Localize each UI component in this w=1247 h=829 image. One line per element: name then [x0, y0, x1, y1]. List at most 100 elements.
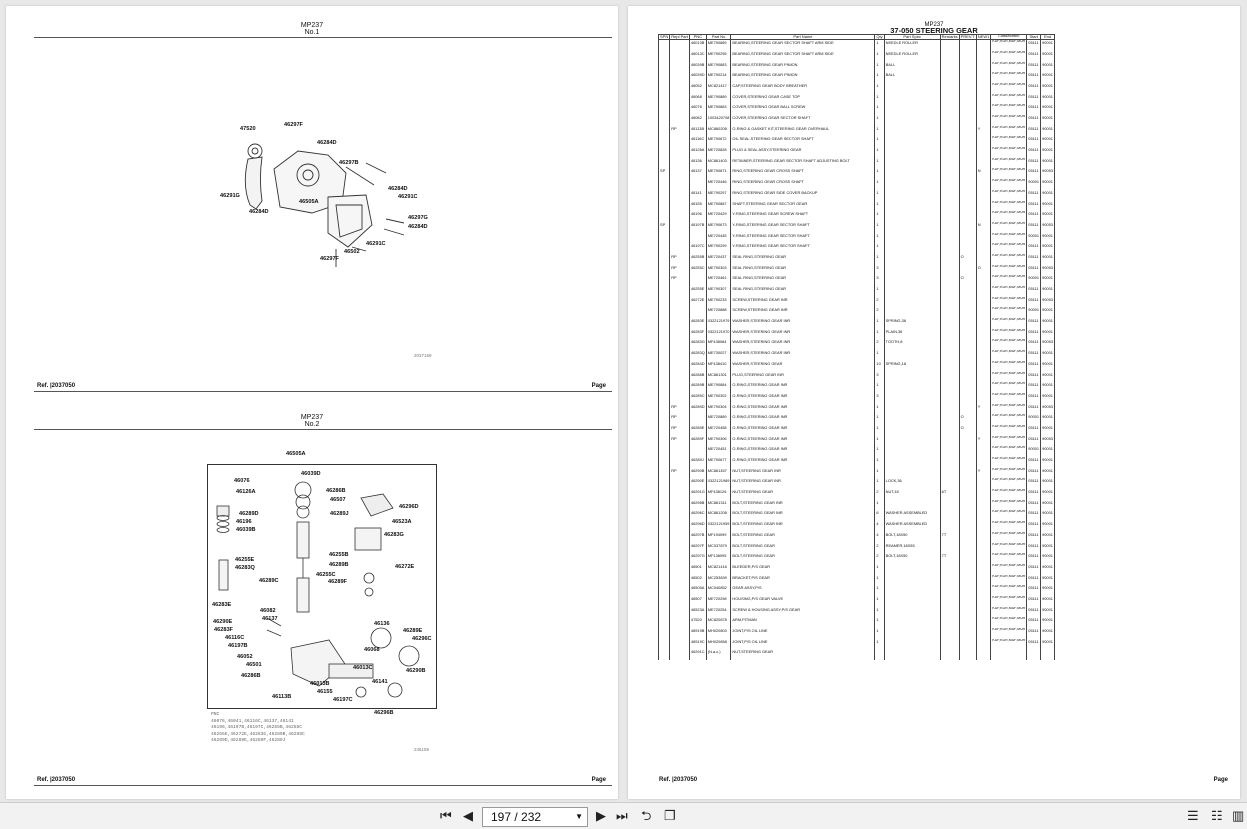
table-cell: KUF,KUR,MUF,MUR	[990, 403, 1028, 415]
table-cell	[657, 553, 671, 564]
table-cell: 05111	[1026, 211, 1042, 222]
table-cell: 90001	[1040, 414, 1055, 425]
table-cell	[939, 499, 960, 511]
table-cell	[669, 638, 690, 650]
continuous-view-icon[interactable]: ☷	[1211, 808, 1223, 823]
table-cell	[688, 275, 707, 287]
table-cell: RP	[669, 125, 690, 137]
table-cell: 05111	[1026, 286, 1042, 297]
table-cell: 1	[874, 318, 885, 329]
page-selector[interactable]: 197 / 232 ▼	[482, 807, 588, 827]
table-cell	[883, 125, 941, 137]
table-cell	[883, 211, 941, 222]
table-cell	[958, 328, 977, 340]
table-cell: 90001	[1040, 521, 1055, 532]
table-cell: 90053	[1040, 339, 1055, 351]
table-cell: ME720461	[705, 275, 732, 287]
table-cell	[975, 521, 992, 532]
table-cell	[958, 435, 977, 447]
first-page-button[interactable]: ⏮	[440, 808, 452, 823]
next-page-button[interactable]: ▶	[596, 808, 606, 823]
table-cell	[657, 275, 671, 287]
table-cell	[958, 307, 977, 319]
table-cell: 90001	[1040, 457, 1055, 468]
table-cell: MF194099	[705, 531, 732, 543]
table-cell	[958, 104, 977, 116]
table-cell: 0322121979	[705, 318, 732, 329]
table-cell	[958, 403, 977, 415]
forward-view-icon[interactable]: ❐	[664, 808, 676, 823]
table-cell	[958, 638, 977, 650]
table-cell: 90001	[1040, 446, 1055, 458]
table-cell: KUF,KUR,MUF,MUR	[990, 115, 1028, 126]
table-cell: 90001	[1026, 446, 1042, 458]
table-cell	[939, 93, 960, 105]
table-cell: 46289C	[688, 392, 707, 404]
two-page-view-icon[interactable]: ▥	[1232, 808, 1245, 823]
table-cell	[975, 628, 992, 639]
table-cell	[883, 115, 941, 126]
table-cell: RING,STEERING GEAR CROSS SHAFT	[730, 168, 876, 180]
table-cell: ME720254	[705, 606, 732, 618]
table-cell: ME790871	[705, 168, 732, 180]
table-cell	[975, 499, 992, 511]
table-cell	[975, 50, 992, 62]
previous-page-button[interactable]: ◀	[463, 808, 473, 823]
table-cell: ME790297	[705, 189, 732, 201]
table-cell: 46155	[688, 200, 707, 212]
table-cell	[883, 499, 941, 511]
table-cell: 46272E	[688, 296, 707, 308]
back-view-icon[interactable]: ⮌	[641, 808, 652, 823]
table-cell	[669, 606, 690, 618]
table-cell: 05111	[1026, 360, 1042, 372]
single-page-view-icon[interactable]: ☰	[1187, 808, 1199, 823]
table-cell: 48919B	[688, 628, 707, 639]
table-cell	[669, 211, 690, 222]
table-cell: Y	[975, 435, 992, 447]
last-page-button[interactable]: ⏭	[616, 808, 628, 823]
table-cell: 46502	[688, 574, 707, 586]
table-cell	[939, 211, 960, 222]
table-cell	[657, 360, 671, 372]
table-cell	[688, 179, 707, 190]
table-cell: 90001	[1040, 606, 1055, 618]
table-cell: 2	[874, 553, 885, 564]
table-cell: 46082	[688, 115, 707, 126]
table-cell	[669, 328, 690, 340]
table-cell	[657, 531, 671, 543]
table-cell	[669, 179, 690, 190]
table-cell: 90001	[1040, 125, 1055, 137]
table-cell: KUF,KUR,MUF,MUR	[990, 136, 1028, 148]
part-label: 46013C	[353, 665, 373, 671]
table-cell	[975, 489, 992, 500]
table-cell: 1	[874, 125, 885, 137]
table-cell: KUF,KUR,MUF,MUR	[990, 147, 1028, 158]
table-cell: KUF,KUR,MUF,MUR	[990, 168, 1028, 180]
table-cell: 90001	[1026, 307, 1042, 319]
table-cell: ME790233	[705, 296, 732, 308]
table-cell: KUF,KUR,MUF,MUR	[990, 446, 1028, 458]
table-cell: KUF,KUR,MUF,MUR	[990, 542, 1028, 554]
table-cell: 90001	[1040, 93, 1055, 105]
table-cell: 7T	[939, 553, 960, 564]
table-cell: KUF,KUR,MUF,MUR	[990, 392, 1028, 404]
table-cell: 46076	[688, 104, 707, 116]
table-cell	[958, 296, 977, 308]
part-label: 47520	[240, 126, 256, 132]
table-cell	[657, 211, 671, 222]
table-cell	[975, 563, 992, 575]
table-cell: JOINT,P/S OIL LINE	[730, 638, 876, 650]
table-cell	[669, 542, 690, 554]
table-cell: 1	[874, 446, 885, 458]
table-cell: 1	[874, 211, 885, 222]
